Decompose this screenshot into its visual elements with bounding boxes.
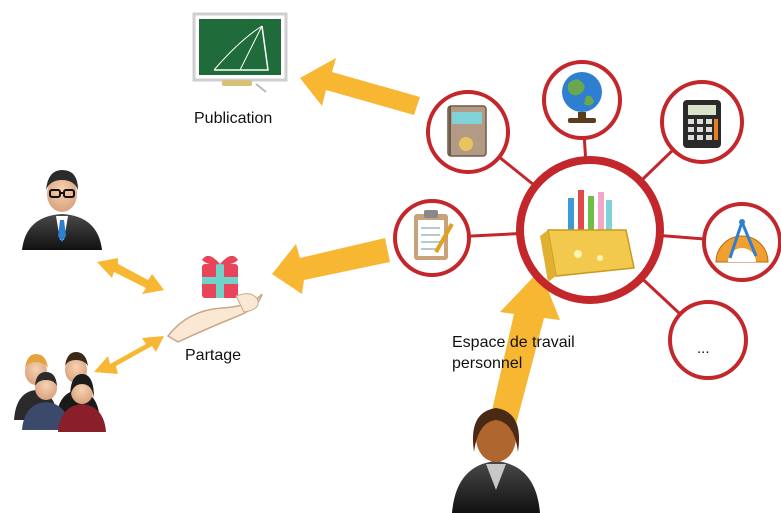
node-globe[interactable] xyxy=(542,60,622,140)
notebook-icon xyxy=(447,105,487,157)
hub-workspace[interactable] xyxy=(516,156,664,304)
node-compass[interactable] xyxy=(702,202,781,282)
arrow-group xyxy=(94,336,164,374)
globe-icon xyxy=(562,72,602,123)
arrow-student xyxy=(488,270,560,432)
arrow-partage xyxy=(272,238,390,294)
node-more[interactable] xyxy=(668,300,748,380)
node-calculator[interactable] xyxy=(660,80,744,164)
arrow-teacher xyxy=(97,258,164,294)
gift-hand-icon xyxy=(166,255,263,343)
arrows xyxy=(94,58,560,432)
node-clipboard[interactable] xyxy=(393,199,471,277)
student-icon xyxy=(452,408,540,513)
compass-ruler-icon xyxy=(715,219,769,263)
node-notebook[interactable] xyxy=(426,90,510,174)
chalkboard-icon xyxy=(192,12,288,93)
calculator-icon xyxy=(683,100,721,148)
label-publication: Publication xyxy=(194,110,273,127)
label-more: ... xyxy=(697,340,710,357)
teacher-icon xyxy=(22,170,102,250)
group-icon xyxy=(14,352,106,432)
label-espace-de-travail: Espace de travail personnel xyxy=(452,334,575,372)
pencil-box-icon xyxy=(540,190,635,282)
label-partage: Partage xyxy=(185,347,242,364)
arrow-publication xyxy=(300,58,420,115)
clipboard-icon xyxy=(414,210,454,260)
